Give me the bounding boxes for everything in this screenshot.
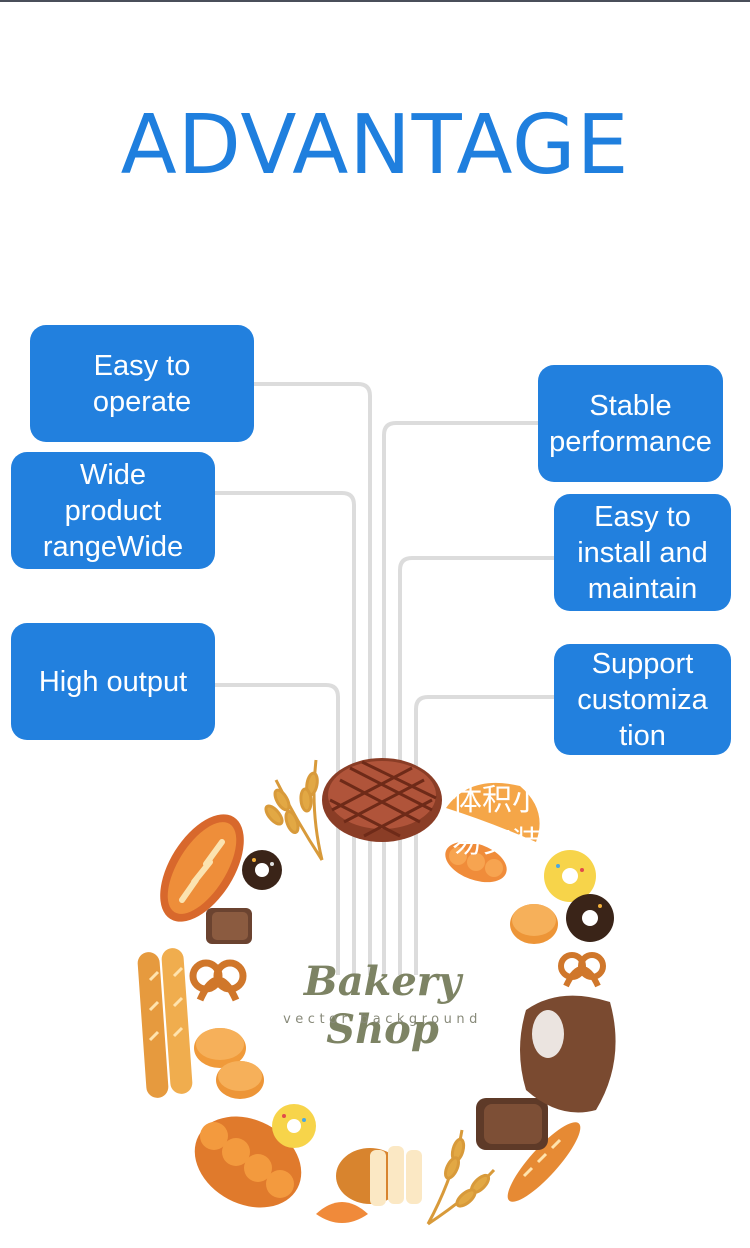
- donut-icon: [544, 850, 614, 942]
- page-title: ADVANTAGE: [120, 98, 630, 193]
- baguette-icon: [507, 1122, 581, 1202]
- feature-line: Easy to: [93, 349, 191, 382]
- bun-icon: [194, 1028, 264, 1099]
- feature-line: Stable: [589, 389, 672, 422]
- feature-line: operate: [92, 385, 192, 418]
- wheat-icon: [426, 1129, 496, 1226]
- feature-line: install and: [577, 536, 708, 569]
- feature-wide-product-range: Wide product rangeWide: [11, 452, 215, 569]
- round-loaf-icon: [322, 758, 442, 842]
- challah-icon: [194, 1116, 302, 1208]
- pretzel-icon: [558, 952, 606, 988]
- feature-line: Support: [591, 647, 694, 680]
- sliced-bread-icon: [336, 1146, 422, 1206]
- feature-line: performance: [549, 425, 712, 458]
- feature-stable-performance: Stable performance: [538, 365, 723, 482]
- connector-lines: [215, 382, 554, 975]
- top-border: [0, 0, 750, 2]
- feature-line: High output: [38, 665, 188, 698]
- baguette-icon: [160, 814, 244, 922]
- pretzel-icon: [189, 959, 247, 1002]
- feature-line: maintain: [587, 572, 698, 605]
- brand-subtitle: vector background: [283, 1012, 482, 1027]
- feature-line: rangeWide: [42, 530, 184, 563]
- toast-icon: [206, 908, 252, 944]
- baguette-pair-icon: [137, 948, 193, 1098]
- brand-title: Bakery Shop: [303, 958, 462, 1053]
- wheat-icon: [264, 759, 324, 861]
- feature-high-output: High output: [11, 623, 215, 740]
- feature-line: Easy to: [594, 500, 691, 533]
- donut-icon: [272, 1104, 316, 1148]
- feature-line: customiza: [577, 683, 708, 716]
- donut-icon: [242, 850, 282, 890]
- bun-icon: [510, 904, 558, 944]
- feature-easy-to-operate: Easy to operate: [30, 325, 254, 442]
- feature-line: product: [64, 494, 162, 527]
- feature-line: tion: [619, 719, 666, 752]
- croissant-icon: [445, 782, 540, 883]
- feature-easy-install-maintain: Easy to install and maintain: [554, 494, 731, 611]
- overlay-text-2: 易安装: [452, 826, 542, 860]
- feature-support-customization: Support customiza tion: [554, 644, 731, 755]
- feature-line: Wide: [79, 458, 147, 491]
- overlay-text-1: 体积小: [452, 784, 542, 818]
- flour-sack-icon: [520, 995, 616, 1113]
- croissant-icon: [316, 1202, 368, 1223]
- toast-icon: [476, 1098, 548, 1150]
